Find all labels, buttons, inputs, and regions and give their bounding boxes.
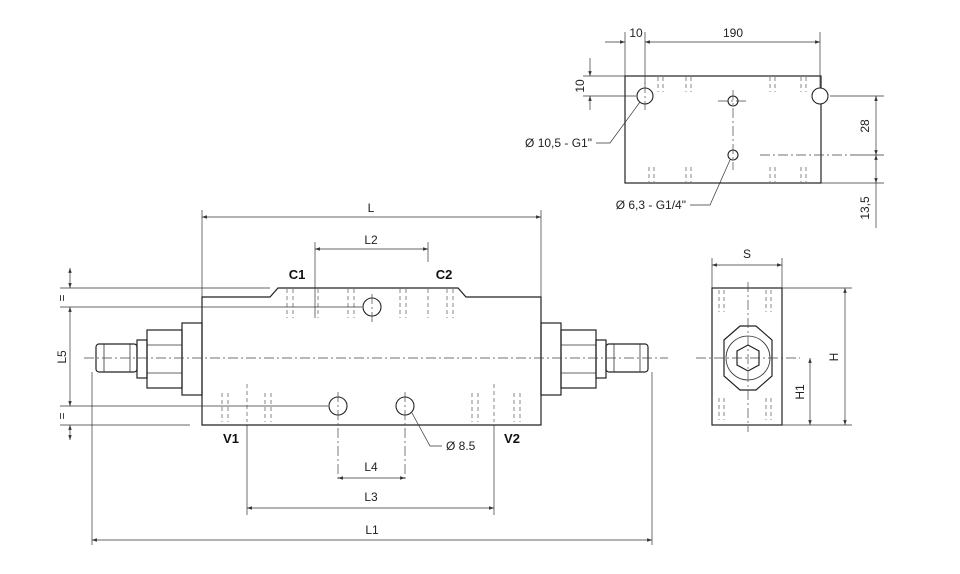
front-view: = L5 = L L2 L4 L3 L1 Ø 8.5 C1 C2 V1 V2 [55,201,668,545]
port-label-v1: V1 [223,431,239,446]
dim-l1: L1 [365,523,379,537]
dim-l2: L2 [364,233,378,247]
dim-28: 28 [858,119,872,133]
port-label-v2: V2 [504,431,520,446]
callout-hole-large: Ø 10,5 - G1" [525,136,592,150]
valve-body-outline [201,287,542,426]
dim-13-5: 13,5 [858,196,872,220]
dim-190: 190 [723,26,743,40]
dim-10-top: 10 [629,26,643,40]
side-view-outline [711,287,783,426]
dim-eq-bottom: = [55,412,69,419]
top-hole-right [811,87,829,105]
callout-hole-pilot: Ø 6,3 - G1/4" [616,198,686,212]
dim-l4: L4 [364,460,378,474]
dim-l: L [368,201,375,215]
side-view-hex-boss [723,325,773,391]
dim-10-left: 10 [573,79,587,93]
left-cartridge [95,322,203,396]
callout-hole-small: Ø 8.5 [446,439,476,453]
dim-l5: L5 [55,350,69,364]
top-view-outline [624,75,822,184]
right-cartridge [540,322,649,396]
dim-l3: L3 [364,490,378,504]
dim-h1: H1 [793,384,807,400]
port-label-c1: C1 [289,267,306,282]
dim-h: H [827,353,841,362]
hidden-bores [221,289,521,422]
dim-s: S [743,247,751,261]
side-hidden-bores [718,290,772,420]
dim-eq-top: = [55,294,69,301]
top-hidden-bores [648,77,807,182]
top-view: 10 190 10 28 13,5 Ø 10,5 - G1" Ø 6,3 - G… [525,26,884,228]
port-label-c2: C2 [436,267,453,282]
side-view: S H H1 [696,247,852,432]
